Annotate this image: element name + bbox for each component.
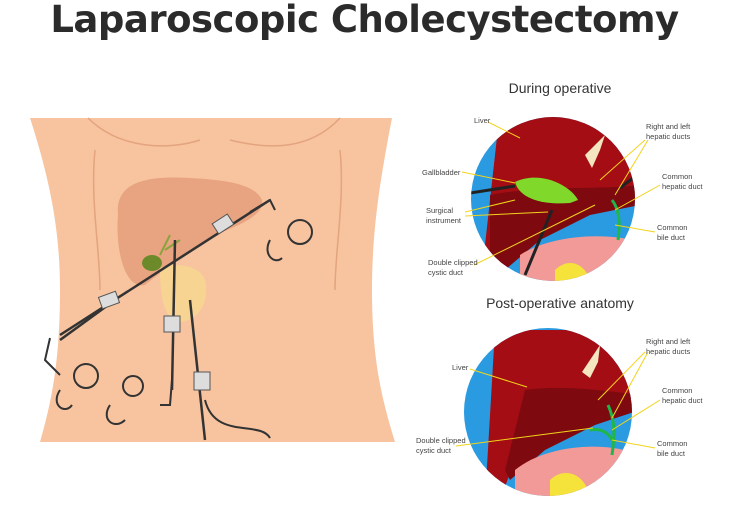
gallbladder-shape [515,177,578,204]
during-operative-circle [471,117,635,281]
labels-post: Liver Double clipped cystic duct Right a… [416,337,703,458]
leader-lines-post [455,351,661,449]
label-surgical-instrument-2: instrument [426,216,462,225]
label-double-clipped-1: Double clipped [416,436,466,445]
label-liver: Liver [474,116,491,125]
label-liver: Liver [452,363,469,372]
label-common-bile-1: Common [657,223,687,232]
label-common-bile-2: bile duct [657,233,686,242]
label-double-clipped-2: cystic duct [416,446,452,455]
gallbladder-shape [142,255,162,271]
labels-during: Liver Gallbladder Surgical instrument Do… [422,116,703,277]
label-double-clipped-2: cystic duct [428,268,464,277]
label-surgical-instrument-1: Surgical [426,206,453,215]
label-common-hepatic-2: hepatic duct [662,182,703,191]
panel-heading-post: Post-operative anatomy [486,295,634,311]
label-gallbladder: Gallbladder [422,168,461,177]
label-common-hepatic-1: Common [662,386,692,395]
stomach-shape [160,265,207,322]
panel-heading-during: During operative [509,80,612,96]
label-common-bile-2: bile duct [657,449,686,458]
post-operative-circle [464,328,632,496]
label-hepatic-ducts-1: Right and left [646,122,691,131]
label-hepatic-ducts-2: hepatic ducts [646,347,690,356]
label-hepatic-ducts-2: hepatic ducts [646,132,690,141]
label-common-bile-1: Common [657,439,687,448]
torso-illustration [30,117,395,442]
label-hepatic-ducts-1: Right and left [646,337,691,346]
label-common-hepatic-1: Common [662,172,692,181]
label-double-clipped-1: Double clipped [428,258,478,267]
label-common-hepatic-2: hepatic duct [662,396,703,405]
leader-lines-during [461,121,661,266]
page-title: Laparoscopic Cholecystectomy [50,0,679,41]
